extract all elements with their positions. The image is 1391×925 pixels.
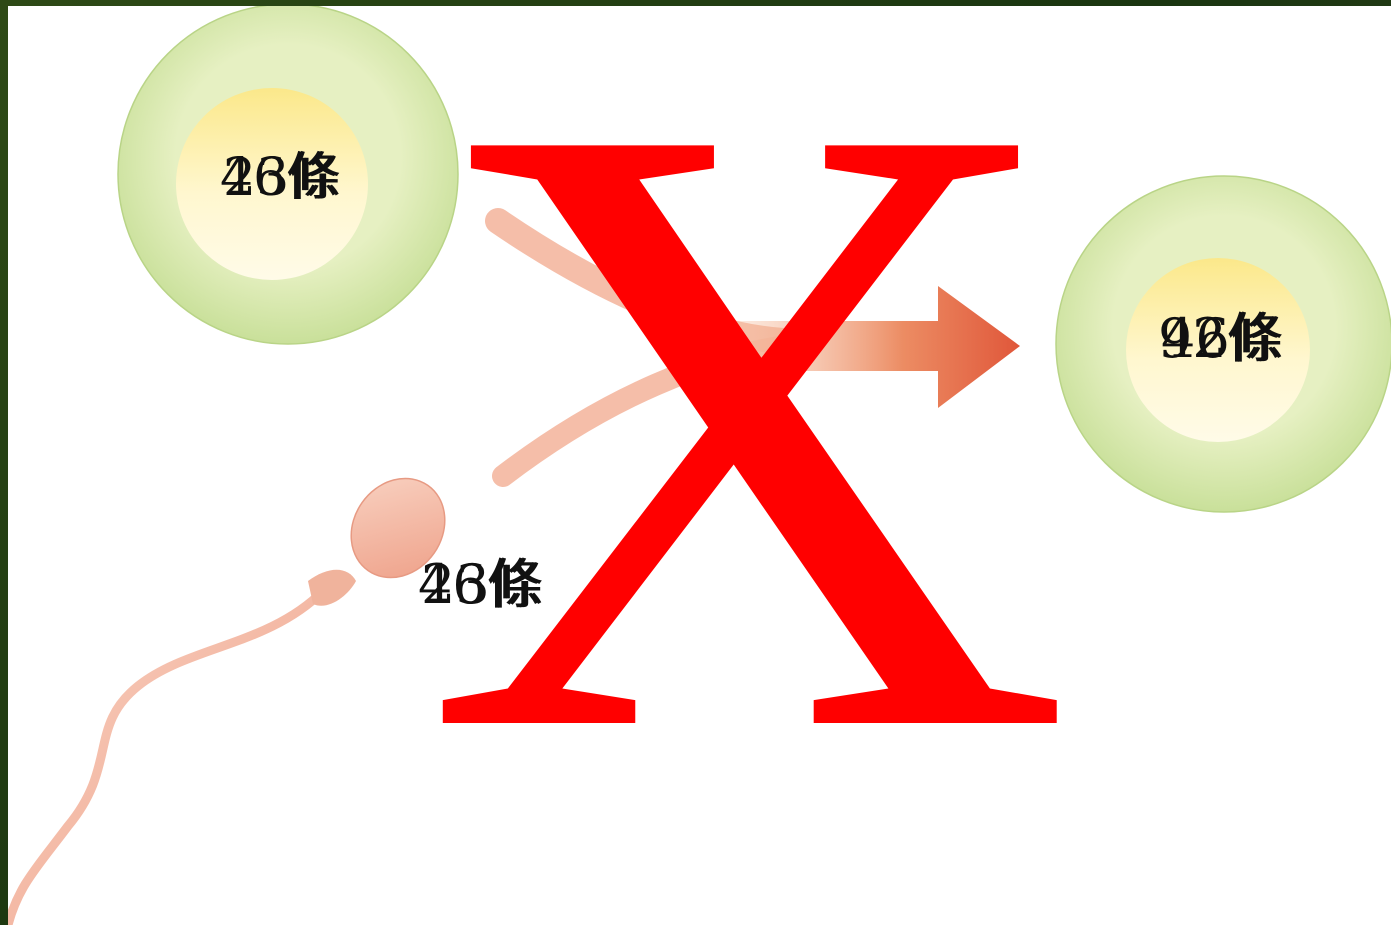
sperm-label-front: 23條 — [421, 553, 544, 616]
zygote-chromosome-label: 92條 46條 — [1158, 312, 1348, 372]
red-x-glyph: X — [423, 6, 1073, 915]
egg-cell — [117, 6, 459, 345]
egg-label-front: 23條 — [223, 148, 342, 208]
diagram-panel: 46條 23條 46條 23條 92條 46條 X — [8, 6, 1391, 925]
zygote-cell — [1055, 175, 1391, 513]
fertilization-diagram — [8, 6, 1391, 925]
zygote-label-front: 46條 — [1161, 307, 1284, 370]
zygote-label-back: 92條 — [1158, 307, 1281, 370]
fusion-arrow — [485, 208, 1020, 487]
sperm-cell — [8, 477, 446, 925]
egg-label-back: 46條 — [220, 148, 339, 208]
sperm-label-back: 46條 — [418, 553, 541, 616]
egg-chromosome-label: 46條 23條 — [220, 152, 380, 212]
red-x-mark: X — [398, 6, 1098, 867]
sperm-chromosome-label: 46條 23條 — [418, 558, 608, 618]
